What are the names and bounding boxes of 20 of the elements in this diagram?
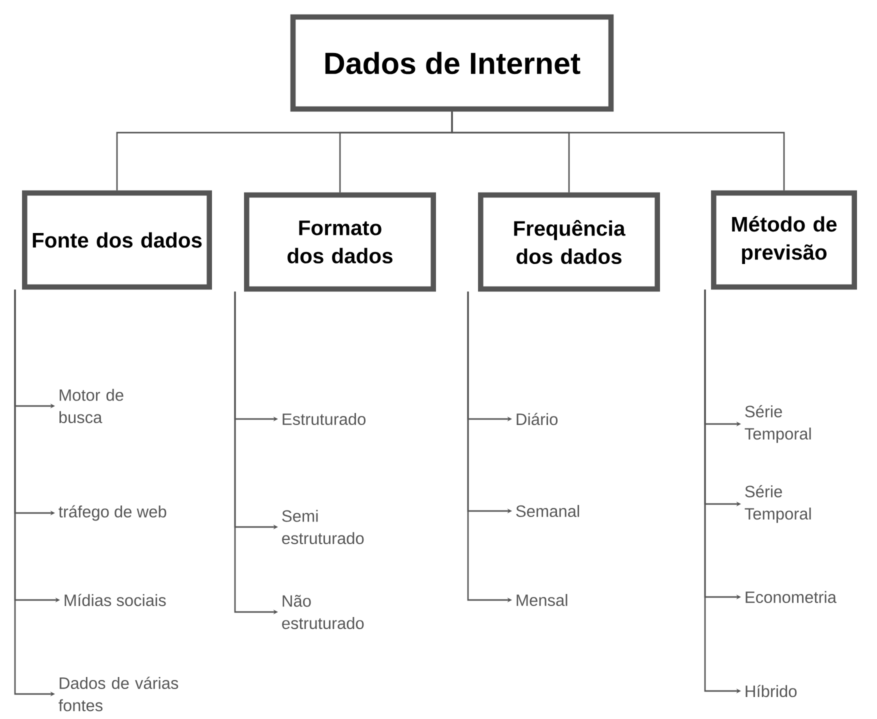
item-label: Motor de busca	[59, 388, 124, 424]
item-label: Semanal	[516, 504, 580, 518]
category-box: Método de previsão	[711, 190, 857, 290]
item-label: Não estruturado	[282, 594, 364, 630]
item-label: Econometria	[746, 590, 836, 604]
category-box: Frequência dos dados	[478, 192, 660, 292]
item-label: Mensal	[516, 594, 568, 606]
title-box: Dados de Internet	[290, 14, 614, 112]
item-label: Estruturado	[282, 412, 366, 426]
item-label: Série Temporal	[744, 405, 811, 443]
item-label: Híbrido	[746, 684, 797, 698]
item-label: Dados de várias fontes	[58, 676, 178, 712]
item-label: Semi estruturado	[282, 510, 364, 544]
connector-line	[451, 112, 785, 190]
item-label: Série Temporal	[744, 485, 811, 523]
item-label: Mídias sociais	[64, 594, 166, 606]
item-label: tráfego de web	[58, 505, 166, 521]
category-box: Formato dos dados	[244, 192, 436, 292]
category-box: Fonte dos dados	[22, 190, 212, 290]
item-label: Diário	[516, 412, 558, 426]
